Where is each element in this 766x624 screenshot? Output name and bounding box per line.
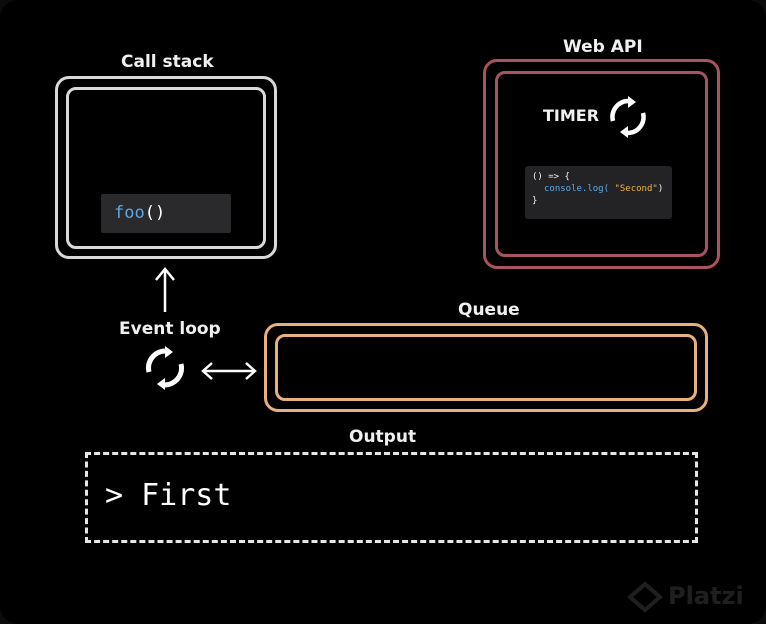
web-api-inner-border <box>495 71 708 257</box>
queue-title: Queue <box>458 300 520 320</box>
queue-inner-border <box>275 334 697 401</box>
code-line-1: () => { <box>532 172 570 182</box>
output-line: > First <box>105 478 232 513</box>
call-stack-title: Call stack <box>121 52 214 72</box>
double-arrow-icon <box>201 362 257 380</box>
platzi-logo <box>626 581 664 613</box>
code-line-3: } <box>532 196 538 206</box>
arrow-up-icon <box>155 267 175 312</box>
code-paren: ) <box>657 184 664 194</box>
queue-outer-border <box>264 323 708 412</box>
call-stack-inner-border <box>66 87 266 249</box>
output-title: Output <box>349 427 417 447</box>
event-loop-label: Event loop <box>119 319 221 339</box>
call-stack-frame: foo() <box>101 194 231 233</box>
code-function: console.log( <box>544 184 610 194</box>
call-stack-outer-border <box>55 76 277 259</box>
code-string: "Second" <box>609 184 658 194</box>
web-api-title: Web API <box>563 37 643 57</box>
web-api-outer-border <box>483 59 720 269</box>
refresh-icon <box>610 96 646 138</box>
code-line-2: console.log( "Second") <box>532 183 672 195</box>
watermark-text: Platzi <box>668 582 744 610</box>
frame-parens: () <box>144 203 166 223</box>
timer-label: TIMER <box>543 106 600 125</box>
callback-code-block: () => { console.log( "Second") } <box>525 166 672 219</box>
output-box <box>85 452 698 543</box>
frame-function-name: foo <box>114 203 145 223</box>
refresh-icon <box>146 346 184 390</box>
